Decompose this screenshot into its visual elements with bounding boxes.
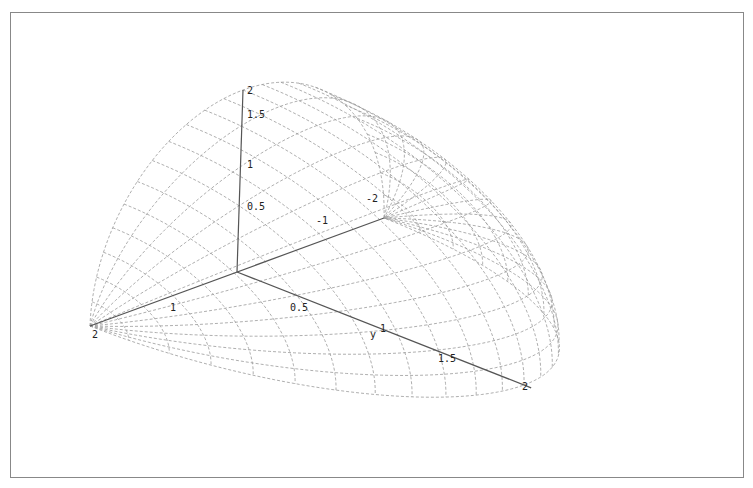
tick-label: -1 <box>316 216 328 226</box>
tick-label: -2 <box>366 194 378 204</box>
grid-line <box>345 105 544 314</box>
grid-line <box>137 181 336 390</box>
grid-line <box>169 141 412 396</box>
grid-line <box>243 90 524 385</box>
tick-label: 1 <box>380 324 386 334</box>
tick-label: 1 <box>247 160 253 170</box>
grid-line <box>90 157 446 326</box>
grid-line <box>90 218 542 336</box>
grid-line <box>90 218 552 354</box>
grid-line <box>90 214 511 326</box>
tick-label: 1 <box>170 303 176 313</box>
grid-line <box>113 228 254 376</box>
grid-line <box>357 118 528 298</box>
grid-line <box>90 98 390 326</box>
grid-line <box>367 134 508 281</box>
grid-line <box>152 160 375 394</box>
tick-label: 1.5 <box>438 354 456 364</box>
plot-frame <box>11 13 744 478</box>
grid-line <box>90 218 528 326</box>
grid-line <box>299 83 559 356</box>
tick-label: 2 <box>247 86 253 96</box>
tick-label: 2 <box>522 382 528 392</box>
tick-label: 1.5 <box>247 110 265 120</box>
tick-label: 0.5 <box>247 202 265 212</box>
grid-line <box>90 199 491 326</box>
grid-line <box>103 252 211 365</box>
grid-line <box>90 218 558 375</box>
grid-line <box>90 179 469 326</box>
axes <box>90 90 531 388</box>
grid-line <box>205 110 476 395</box>
grid-line <box>90 218 559 397</box>
grid-line <box>124 204 295 384</box>
grid-line <box>90 136 424 326</box>
wireframe-surface <box>90 82 559 397</box>
axis-line <box>237 90 243 272</box>
grid-line <box>316 87 559 342</box>
grid-line <box>186 125 446 398</box>
tick-label: 2 <box>92 330 98 340</box>
grid-line <box>281 82 552 367</box>
grid-line <box>90 116 404 326</box>
axis-line <box>237 272 531 388</box>
tick-label: 0.5 <box>290 303 308 313</box>
tick-label: y <box>370 330 376 340</box>
